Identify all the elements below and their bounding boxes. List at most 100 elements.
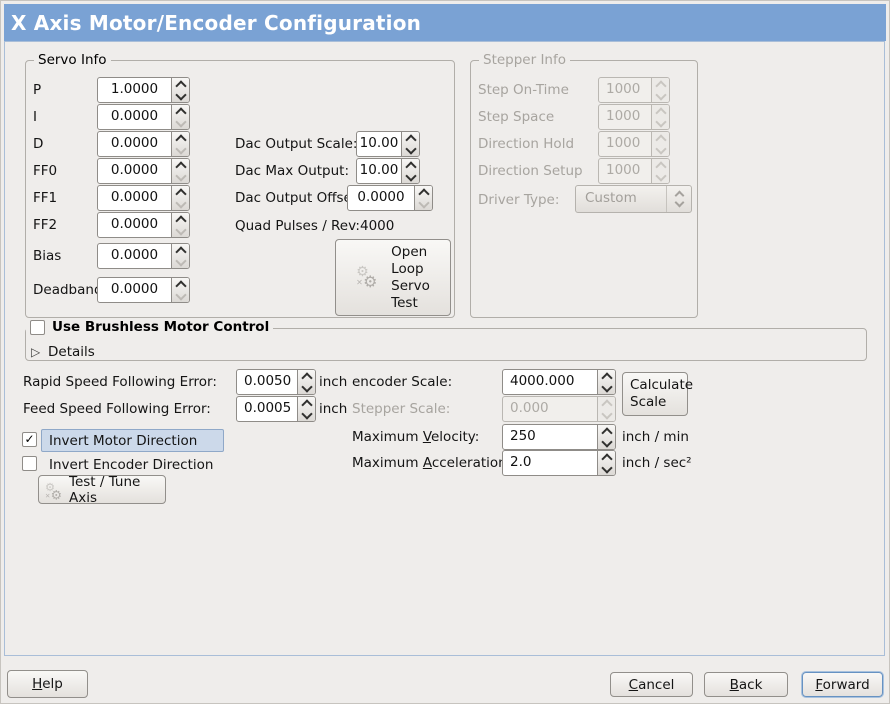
invert-encoder-checkbox[interactable] (22, 456, 37, 471)
spin-down-button[interactable] (172, 142, 189, 156)
servo-info-frame: Servo Info (25, 52, 455, 318)
invert-motor-label-highlight[interactable] (41, 429, 224, 452)
d-value[interactable]: 0.0000 (110, 135, 159, 151)
ff1-spinbox[interactable]: 0.0000 (97, 185, 190, 211)
details-expander-icon[interactable]: ▷ (31, 345, 41, 359)
dac-max-output-value[interactable]: 10.00 (359, 162, 399, 178)
gear-icon: ⚙ (356, 263, 369, 280)
help-button[interactable]: Help (7, 670, 88, 698)
ff1-value[interactable]: 0.0000 (110, 189, 159, 205)
max-velocity-spinbox[interactable]: 250 (502, 424, 616, 450)
d-spinbox[interactable]: 0.0000 (97, 131, 190, 157)
stepper-info-legend: Stepper Info (479, 52, 571, 68)
test-tune-axis-button[interactable]: ⚙⚙✕ Test / Tune Axis (38, 473, 166, 506)
x-mark-icon: ✕ (45, 491, 51, 500)
p-spinbox[interactable]: 1.0000 (97, 77, 190, 103)
spin-down-button[interactable] (402, 142, 419, 156)
ff2-spinbox[interactable]: 0.0000 (97, 212, 190, 238)
spin-down-button[interactable] (298, 407, 315, 421)
invert-motor-label[interactable]: Invert Motor Direction (49, 433, 198, 449)
details-expander-label[interactable]: Details (48, 344, 95, 360)
max-velocity-value[interactable]: 250 (510, 428, 536, 444)
feed-ferror-value[interactable]: 0.0005 (244, 400, 292, 416)
gear-icon: ⚙ (363, 271, 378, 291)
step-on-time-value: 1000 (606, 81, 641, 97)
rapid-ferror-spinbox[interactable]: 0.0050 (236, 369, 316, 395)
servo-label-ff2: FF2 (33, 217, 58, 233)
spin-down-button[interactable] (172, 115, 189, 129)
step-space-spinbox: 1000 (598, 104, 670, 130)
use-brushless-checkbox[interactable] (30, 319, 45, 335)
direction-setup-value: 1000 (606, 162, 641, 178)
max-acceleration-value[interactable]: 2.0 (510, 454, 532, 470)
cancel-button[interactable]: Cancel (610, 672, 693, 697)
encoder-scale-value[interactable]: 4000.000 (510, 373, 575, 389)
forward-button[interactable]: Forward (802, 672, 883, 697)
spin-down-button[interactable] (172, 169, 189, 183)
spin-buttons (651, 78, 669, 102)
calculate-scale-button[interactable]: Calculate Scale (622, 372, 693, 416)
ff0-spinbox[interactable]: 0.0000 (97, 158, 190, 184)
content-panel (4, 41, 885, 656)
spin-down-button[interactable] (172, 196, 189, 210)
brushless-legend: Use Brushless Motor Control (26, 319, 274, 335)
quad-pulses-label: Quad Pulses / Rev: (235, 218, 360, 234)
spin-down-button[interactable] (172, 88, 189, 102)
dac-output-offset-spinbox[interactable]: 0.0000 (347, 185, 433, 211)
open-loop-button-label: Open Loop Servo Test (391, 243, 430, 311)
spin-down-button[interactable] (402, 169, 419, 183)
driver-type-combobox: Custom (575, 185, 692, 213)
max-acceleration-label: Maximum Acceleration: (352, 455, 512, 471)
driver-type-label: Driver Type: (478, 192, 560, 208)
dac-max-output-label: Dac Max Output: (235, 163, 350, 179)
spin-down-button[interactable] (172, 288, 189, 302)
dac-max-output-spinbox[interactable]: 10.00 (356, 158, 420, 184)
i-spinbox[interactable]: 0.0000 (97, 104, 190, 130)
stepper-info-frame: Stepper Info (470, 52, 698, 318)
step-on-time-spinbox: 1000 (598, 77, 670, 103)
spin-buttons (171, 278, 189, 302)
deadband-value[interactable]: 0.0000 (110, 281, 159, 297)
spin-buttons (651, 105, 669, 129)
bias-value[interactable]: 0.0000 (110, 247, 159, 263)
rapid-ferror-value[interactable]: 0.0050 (244, 373, 292, 389)
deadband-spinbox[interactable]: 0.0000 (97, 277, 190, 303)
ff0-value[interactable]: 0.0000 (110, 162, 159, 178)
ff2-value[interactable]: 0.0000 (110, 216, 159, 232)
spin-down-button[interactable] (298, 380, 315, 394)
direction-setup-label: Direction Setup (478, 163, 583, 179)
spin-buttons (171, 159, 189, 183)
spin-down-button[interactable] (598, 435, 615, 449)
stepper-scale-label: Stepper Scale: (352, 401, 451, 417)
i-value[interactable]: 0.0000 (110, 108, 159, 124)
spin-buttons (651, 159, 669, 183)
bias-spinbox[interactable]: 0.0000 (97, 243, 190, 269)
direction-hold-value: 1000 (606, 135, 641, 151)
spin-buttons (171, 186, 189, 210)
feed-ferror-spinbox[interactable]: 0.0005 (236, 396, 316, 422)
driver-type-value: Custom (585, 190, 637, 206)
test-tune-axis-label: Test / Tune Axis (69, 473, 141, 506)
spin-buttons (171, 132, 189, 156)
spin-buttons (597, 370, 615, 394)
dac-output-scale-spinbox[interactable]: 10.00 (356, 131, 420, 157)
back-button[interactable]: Back (704, 672, 788, 697)
spin-down-button[interactable] (415, 196, 432, 210)
page-title: X Axis Motor/Encoder Configuration (4, 4, 886, 41)
spin-down-button[interactable] (598, 380, 615, 394)
invert-encoder-label[interactable]: Invert Encoder Direction (49, 457, 214, 473)
spin-down-button[interactable] (598, 461, 615, 475)
encoder-scale-spinbox[interactable]: 4000.000 (502, 369, 616, 395)
spin-down-button[interactable] (172, 223, 189, 237)
cancel-label: Cancel (628, 676, 675, 693)
open-loop-servo-test-button[interactable]: ⚙⚙✕ Open Loop Servo Test (335, 239, 451, 316)
dac-output-scale-value[interactable]: 10.00 (359, 135, 399, 151)
stepper-scale-value: 0.000 (510, 400, 549, 416)
gears-icon: ⚙⚙✕ (45, 481, 62, 503)
spin-down-button[interactable] (172, 254, 189, 268)
dac-output-offset-value[interactable]: 0.0000 (357, 189, 405, 205)
p-value[interactable]: 1.0000 (110, 81, 159, 97)
max-acceleration-spinbox[interactable]: 2.0 (502, 450, 616, 476)
invert-motor-checkbox[interactable]: ✓ (22, 432, 37, 447)
